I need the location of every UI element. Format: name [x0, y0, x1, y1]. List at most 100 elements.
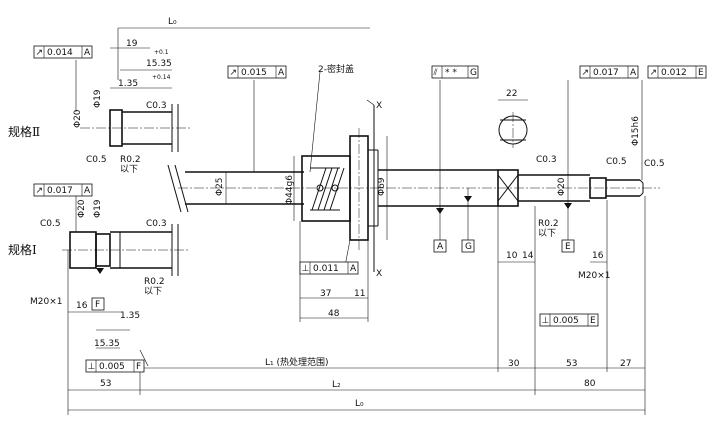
dim-11: 11	[354, 289, 365, 299]
tolerance-datum: E	[698, 68, 704, 78]
tolerance-frame: ↗0.014 A	[33, 45, 93, 59]
datum-boxes: A G E F	[91, 239, 575, 311]
heat-range-label: L₁ (热处理范围)	[265, 356, 329, 368]
dim-c05-b: C0.5	[40, 219, 61, 229]
tolerance-symbol: ⊥	[542, 316, 550, 326]
dim-19-top: 19	[126, 39, 138, 49]
dim-53-left: 53	[100, 379, 111, 389]
dim-r02-b: R0.2	[144, 277, 165, 287]
tolerance-value: 0.011	[313, 264, 339, 274]
dim-c03-b: C0.3	[146, 219, 167, 229]
tolerance-datum: G	[470, 68, 477, 78]
right-journal	[497, 112, 644, 207]
datum-a: A	[437, 242, 444, 252]
datum-markers	[96, 196, 572, 274]
dim-80: 80	[584, 379, 596, 389]
tolerance-frame: ↗0.017 A	[579, 65, 639, 79]
tolerance-symbol: ↗	[36, 48, 44, 58]
tolerance-datum: A	[350, 264, 357, 274]
section-x-top: X	[376, 101, 382, 111]
tolerance-symbol: ↗	[230, 68, 238, 78]
tolerance-value: 0.005	[99, 362, 125, 372]
dim-1-35-top: 1.35	[118, 79, 138, 89]
dim-phi20-bot: Φ20	[77, 199, 87, 218]
dim-48: 48	[328, 309, 340, 319]
tolerance-symbol: ↗	[36, 186, 44, 196]
tolerance-frame: ↗0.012 E	[647, 65, 707, 79]
tolerance-datum: A	[84, 186, 91, 196]
tolerance-value: 0.012	[661, 68, 687, 78]
dim-phi19-bot: Φ19	[93, 199, 103, 218]
tolerance-frame: ⊥0.005 E	[539, 313, 599, 327]
tolerance-datum: F	[136, 362, 141, 372]
dim-c05-a: C0.5	[86, 155, 107, 165]
tolerance-datum: A	[278, 68, 285, 78]
tolerance-value: 0.005	[553, 316, 579, 326]
l0-top-label: L₀	[168, 17, 177, 27]
tolerance-frame: ↗0.017 A	[33, 183, 93, 197]
dim-15-35-top-tol: +0.1	[154, 49, 169, 56]
spec1-detail	[62, 224, 190, 276]
dim-c05-right-a: C0.5	[606, 157, 627, 167]
dim-22: 22	[506, 89, 517, 99]
dim-r02-right: R0.2	[538, 219, 559, 229]
tolerance-symbol: ⊥	[88, 362, 96, 372]
spec1-label: 规格Ⅰ	[8, 242, 37, 257]
dim-c03-right: C0.3	[536, 155, 557, 165]
dim-1-35-top-tol: +0.14	[152, 74, 171, 81]
tolerance-value: 0.015	[241, 68, 267, 78]
seal-label: 2-密封盖	[318, 63, 354, 75]
screw-shaft	[167, 164, 660, 213]
tolerance-datum: A	[630, 68, 637, 78]
dim-15-35-bot: 15.35	[94, 339, 120, 349]
tolerance-value: 0.017	[593, 68, 619, 78]
l0-bottom-label: L₀	[355, 399, 364, 409]
tolerance-symbol: ⫽	[433, 68, 438, 78]
spec2-detail	[80, 104, 190, 152]
tolerance-frame: ↗0.015 A	[227, 65, 287, 79]
dim-30: 30	[508, 359, 520, 369]
datum-e: E	[565, 242, 571, 252]
spec2-label: 规格Ⅱ	[8, 124, 40, 139]
tolerance-value: * *	[445, 68, 457, 78]
dim-phi20-right: Φ20	[557, 177, 567, 196]
dim-phi15: Φ15h6	[631, 116, 641, 146]
dim-1-35-bot: 1.35	[120, 311, 140, 321]
dim-phi44: Φ44g6	[285, 175, 295, 205]
tolerance-symbol: ⊥	[302, 264, 310, 274]
tolerance-symbol: ↗	[650, 68, 658, 78]
l2-label: L₂	[332, 380, 341, 390]
tolerance-frame: ⫽ * * G	[431, 65, 479, 79]
tolerance-frame: ⊥0.005 F	[85, 359, 145, 373]
dim-27: 27	[620, 359, 631, 369]
tolerance-value: 0.014	[47, 48, 73, 58]
dim-53-right: 53	[566, 359, 577, 369]
dim-16-left: 16	[76, 301, 88, 311]
dim-r02-a: R0.2	[120, 155, 141, 165]
dim-if-below-a: 以下	[120, 165, 138, 175]
dim-37: 37	[320, 289, 331, 299]
datum-g: G	[465, 242, 472, 252]
datum-f: F	[95, 300, 100, 310]
ball-nut	[301, 99, 379, 272]
dim-phi20-top: Φ20	[73, 109, 83, 128]
dim-if-below-b: 以下	[144, 287, 162, 297]
dim-m20-left: M20×1	[30, 297, 62, 307]
dim-10: 10	[506, 251, 518, 261]
dim-c05-right-b: C0.5	[644, 159, 665, 169]
tolerance-datum: A	[84, 48, 91, 58]
dim-phi25: Φ25	[215, 177, 225, 196]
dim-c03-a: C0.3	[146, 101, 167, 111]
dim-phi19-top: Φ19	[93, 89, 103, 108]
dimension-lines	[67, 27, 646, 415]
tolerance-frame: ⊥0.011 A	[299, 261, 359, 275]
dim-phi69: Φ69	[377, 177, 387, 196]
tolerance-symbol: ↗	[582, 68, 590, 78]
dim-if-below-right: 以下	[538, 229, 556, 239]
tolerance-value: 0.017	[47, 186, 73, 196]
tolerance-datum: E	[590, 316, 596, 326]
dim-16-right: 16	[592, 251, 604, 261]
dim-m20-right: M20×1	[578, 271, 610, 281]
